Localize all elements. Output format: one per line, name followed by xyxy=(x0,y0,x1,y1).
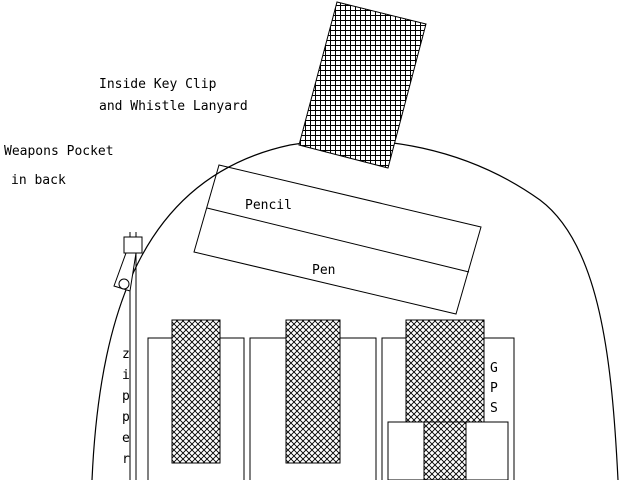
pen-pencil-holder xyxy=(193,164,482,315)
pen-pencil-divider xyxy=(206,207,470,273)
gps-pocket xyxy=(381,319,515,481)
label-zipper-letter: p xyxy=(122,389,130,404)
label-gps-letter: G xyxy=(490,361,498,376)
pocket-2 xyxy=(249,319,377,480)
label-gps: G P S xyxy=(490,361,498,416)
label-key-clip-line1: Inside Key Clip xyxy=(99,77,217,92)
label-weapons-line2: in back xyxy=(11,173,66,188)
pocket-2-item xyxy=(285,319,341,464)
pouch-outline xyxy=(91,139,619,481)
gps-antenna-item xyxy=(423,421,467,481)
gps-device xyxy=(405,319,485,423)
pocket-1 xyxy=(147,319,245,480)
key-clip-tag xyxy=(298,1,427,169)
zipper-slider xyxy=(123,236,143,254)
label-zipper-letter: z xyxy=(122,347,130,362)
label-zipper-letter: e xyxy=(122,431,130,446)
label-pencil: Pencil xyxy=(245,198,292,213)
label-zipper-letter: p xyxy=(122,410,130,425)
label-zipper: z i p p e r xyxy=(122,347,130,467)
label-gps-letter: P xyxy=(490,381,498,396)
label-gps-letter: S xyxy=(490,401,498,416)
label-zipper-letter: i xyxy=(122,368,130,383)
zipper xyxy=(113,232,143,480)
pocket-1-item xyxy=(171,319,221,464)
label-weapons-line1: Weapons Pocket xyxy=(4,144,114,159)
zipper-pull-ring xyxy=(118,278,130,290)
label-key-clip-line2: and Whistle Lanyard xyxy=(99,99,248,114)
pen-pencil-holder-outline xyxy=(193,164,482,315)
label-zipper-letter: r xyxy=(122,452,130,467)
label-pen: Pen xyxy=(312,263,335,278)
